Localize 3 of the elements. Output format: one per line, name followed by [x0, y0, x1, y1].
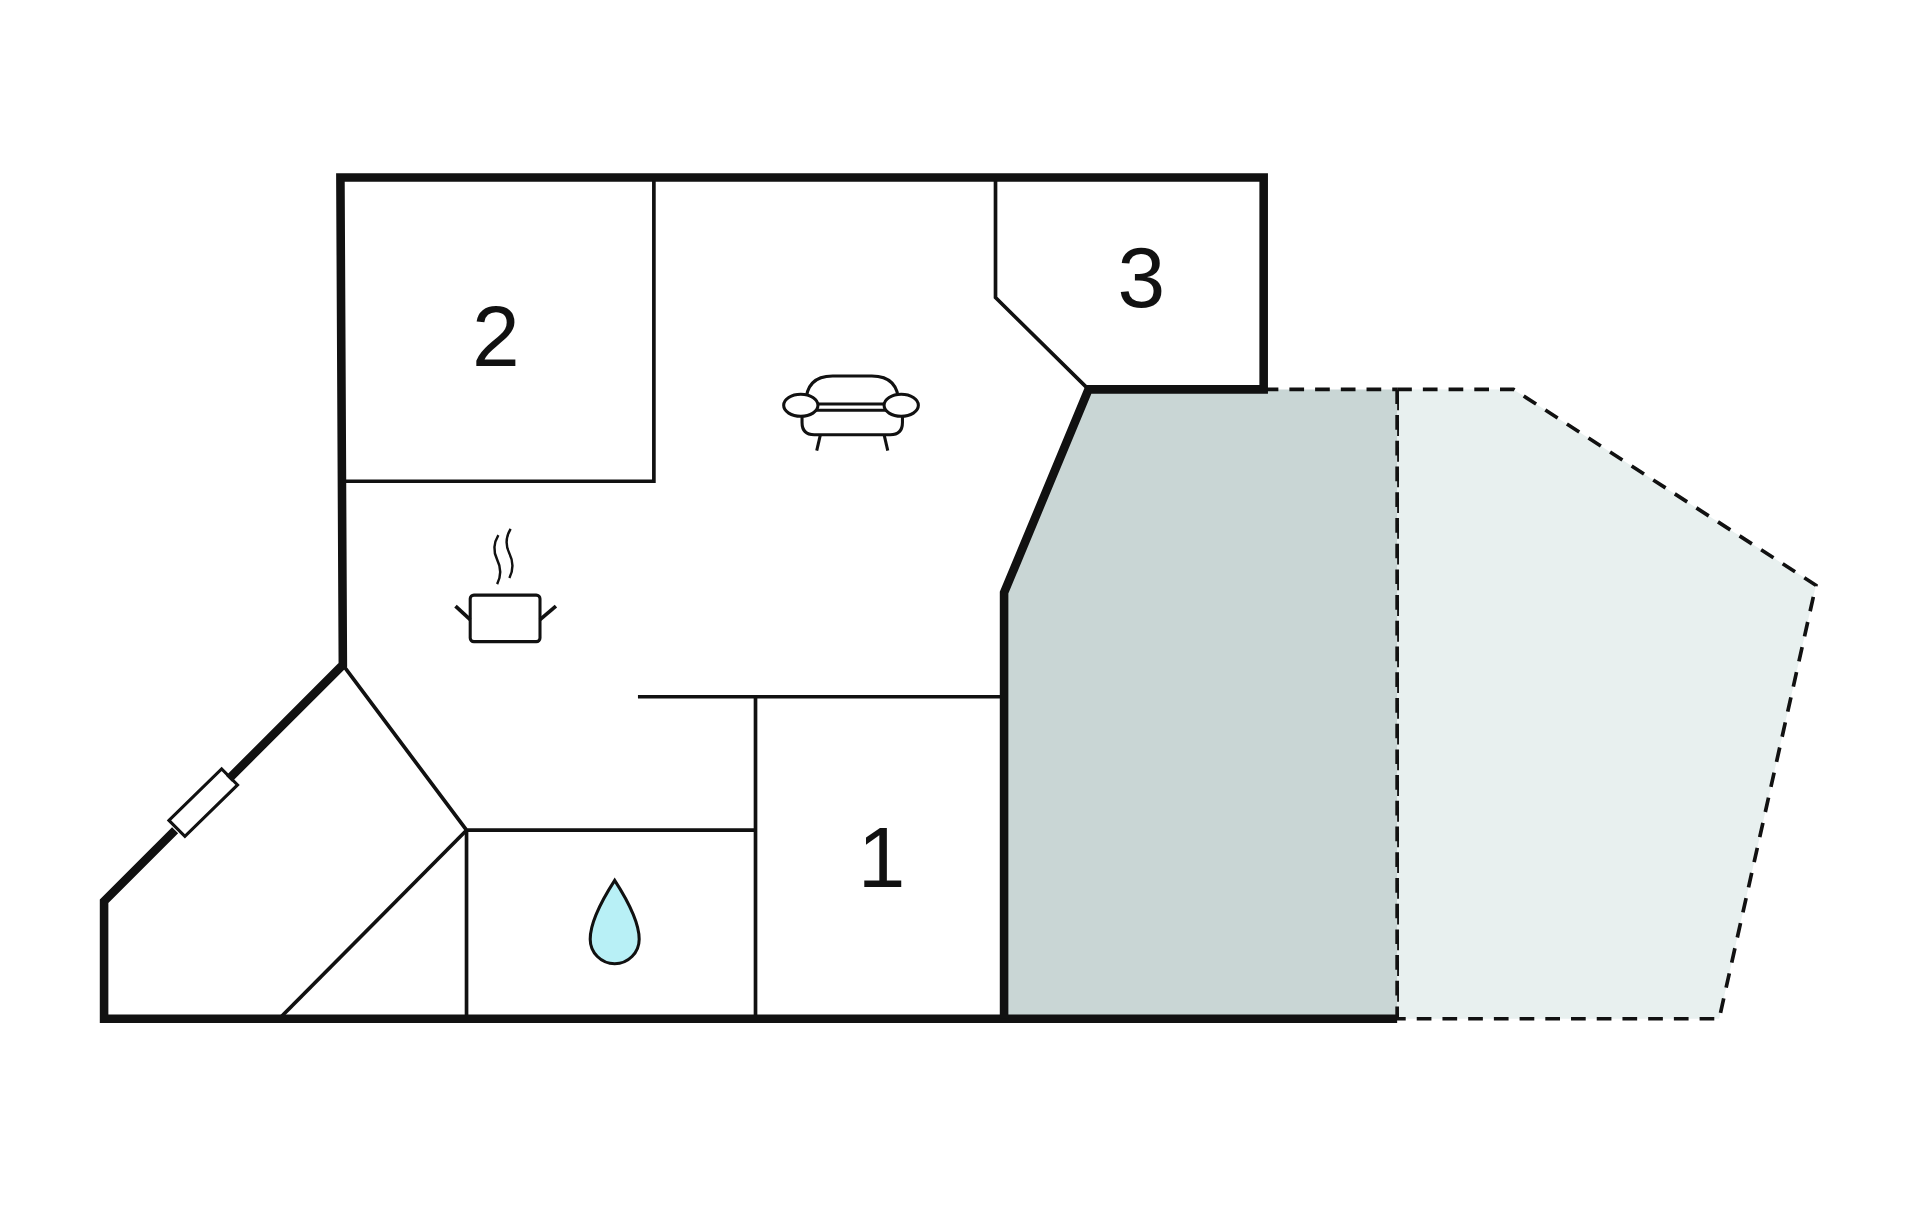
room-number: 3: [1117, 235, 1166, 321]
room-number: 1: [857, 814, 906, 900]
room-number: 2: [472, 293, 520, 380]
